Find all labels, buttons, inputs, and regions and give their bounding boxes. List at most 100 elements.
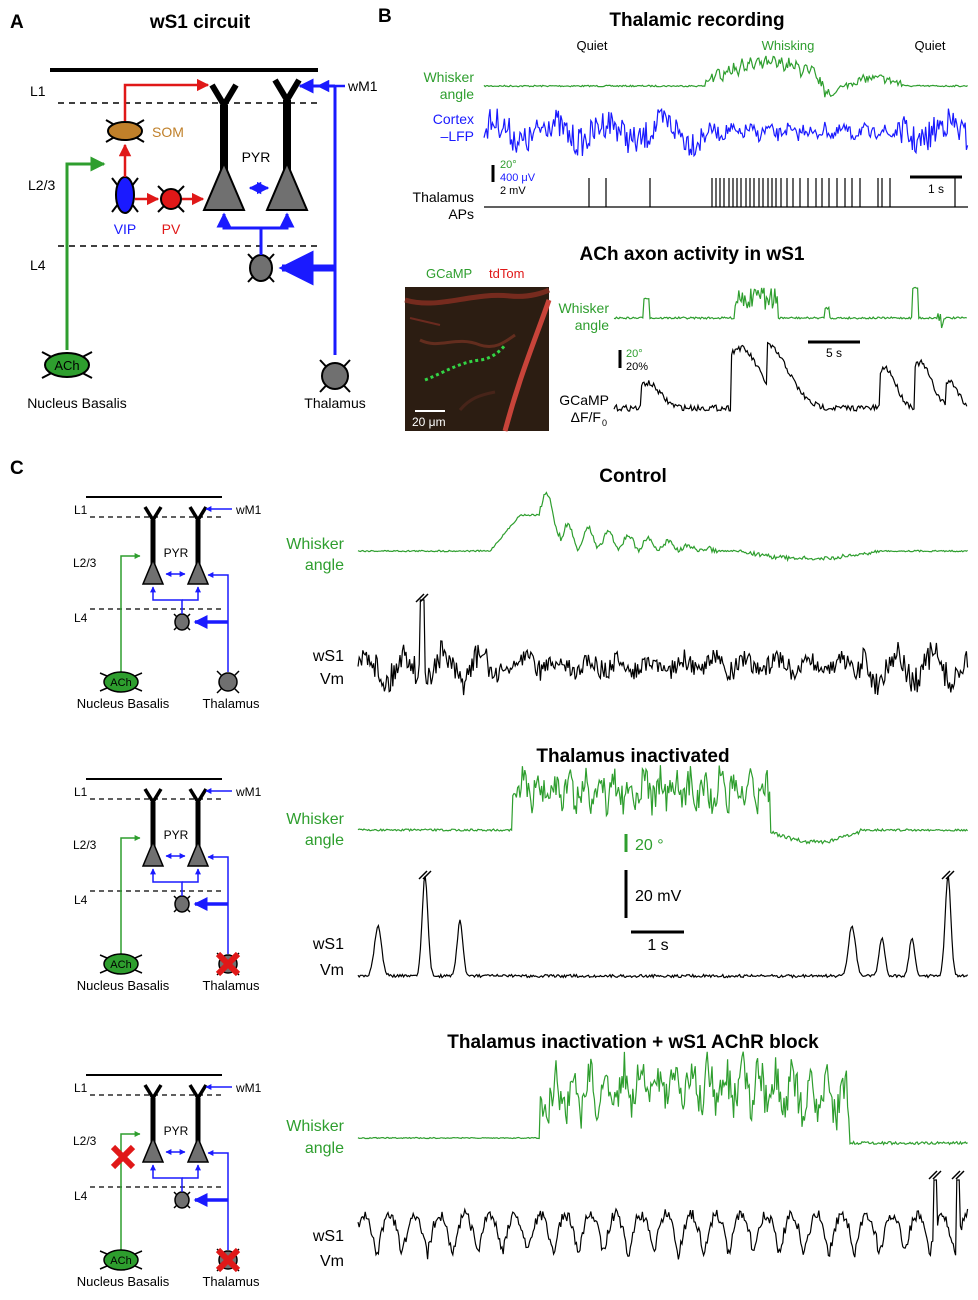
c1-whisker-trace — [357, 491, 968, 563]
state-quiet-1: Quiet — [576, 38, 607, 53]
mini-ach-cell — [103, 671, 139, 693]
mini-ach-label: ACh — [110, 677, 131, 689]
mini-ach-cell — [103, 953, 139, 975]
l4-to-pyr2-arrow — [261, 212, 295, 230]
mini-ach-label: ACh — [110, 959, 131, 971]
lfp-label-1: Cortex — [433, 111, 474, 127]
gcamp-label: GCaMP — [426, 266, 472, 281]
ach-block-title: Thalamus inactivation + wS1 AChR block — [447, 1032, 819, 1053]
layer-l1-label: L1 — [30, 83, 46, 99]
mini-pyramidal-cell — [141, 840, 165, 867]
ach-axon-title: ACh axon activity in wS1 — [580, 244, 805, 265]
layer-l23-label: L2/3 — [28, 177, 55, 193]
panel-c-letter: C — [10, 458, 24, 479]
b-scale-uv: 400 μV — [500, 172, 536, 184]
two-photon-image: 20 μm — [404, 287, 552, 432]
gcamp-trace-sub: 0 — [602, 418, 607, 428]
mini-l23-label: L2/3 — [73, 1134, 97, 1148]
mini-l1-label: L1 — [74, 1081, 88, 1095]
b-scale-deg: 20° — [500, 159, 517, 171]
mini-thalamus-label: Thalamus — [202, 1274, 260, 1289]
panel-a: A wS1 circuit L1 L2/3 L4 PYR SOM — [10, 12, 378, 411]
panel-c: C Control Thalamus inactivated Thalamus … — [10, 458, 969, 1289]
c2-vm-trace — [357, 875, 969, 979]
pv-label: PV — [162, 221, 181, 237]
thalamus-cell — [319, 359, 351, 393]
c1-whisker-label-2: angle — [305, 557, 344, 574]
mini-thalamus-label: Thalamus — [202, 696, 260, 711]
gcamp-trace-label-1: GCaMP — [559, 392, 609, 408]
som-to-dendrite-arrow — [123, 78, 210, 121]
ach-label: ACh — [54, 358, 79, 373]
control-title: Control — [599, 466, 667, 487]
b-whisker-label-2: angle — [440, 86, 474, 102]
mini-pyramidal-cell — [141, 558, 165, 585]
som-label: SOM — [152, 124, 184, 140]
mini-l23-label: L2/3 — [73, 838, 97, 852]
mini-pyr-label: PYR — [164, 546, 189, 560]
mini-pyr-label: PYR — [164, 1124, 189, 1138]
c3-vm-label-2: Vm — [320, 1253, 344, 1270]
mini-l4-label: L4 — [74, 611, 88, 625]
b-time-label: 1 s — [928, 182, 944, 196]
c3-whisker-label-1: Whisker — [286, 1118, 344, 1135]
c1-vm-label-1: wS1 — [312, 648, 344, 665]
l4-to-pyr1-arrow — [216, 212, 263, 255]
image-scalebar-label: 20 μm — [412, 415, 446, 429]
pyr-label: PYR — [242, 149, 271, 165]
mini-thalamus-cell — [218, 672, 238, 692]
b2-scale-pct: 20% — [626, 361, 648, 373]
mini-wm1-label: wM1 — [235, 503, 262, 517]
b2-time-label: 5 s — [826, 346, 842, 360]
lfp-label-2: –LFP — [441, 128, 474, 144]
mini-wm1-label: wM1 — [235, 785, 262, 799]
l4-cell — [247, 253, 275, 283]
pyramidal-cell-1 — [202, 83, 246, 211]
mini-nucleus-basalis-label: Nucleus Basalis — [77, 978, 170, 993]
c-time-scale-label: 1 s — [647, 937, 668, 954]
ach-cell — [41, 351, 93, 379]
panel-a-title: wS1 circuit — [149, 12, 251, 33]
c3-whisker-trace — [357, 1051, 968, 1146]
c2-whisker-trace — [357, 765, 969, 845]
b2-whisker-label-1: Whisker — [558, 300, 609, 316]
c1-vm-trace — [357, 599, 969, 696]
mini-wm1-label: wM1 — [235, 1081, 262, 1095]
c2-vm-label-1: wS1 — [312, 936, 344, 953]
c2-whisker-label-2: angle — [305, 832, 344, 849]
panel-a-letter: A — [10, 12, 24, 33]
mini-pyr-label: PYR — [164, 828, 189, 842]
mini-ach-label: ACh — [110, 1255, 131, 1267]
c-mv-scale-label: 20 mV — [635, 888, 682, 905]
pyramidal-cell-2 — [265, 78, 309, 211]
c3-vm-label-1: wS1 — [312, 1228, 344, 1245]
thalamus-ap-trace — [484, 178, 968, 208]
c1-vm-label-2: Vm — [320, 671, 344, 688]
wm1-label: wM1 — [347, 78, 378, 94]
panel-b: B Thalamic recording Quiet Whisking Quie… — [378, 6, 969, 432]
nucleus-basalis-label: Nucleus Basalis — [27, 395, 127, 411]
aps-label-2: APs — [448, 206, 474, 222]
thalamus-label: Thalamus — [304, 395, 365, 411]
b-whisker-label-1: Whisker — [423, 69, 474, 85]
b-scale-mv: 2 mV — [500, 185, 526, 197]
panel-b-letter: B — [378, 6, 392, 27]
mini-l4-label: L4 — [74, 1189, 88, 1203]
mini-l4-cell — [174, 1191, 190, 1209]
mini-pyramidal-cell — [186, 840, 210, 867]
gcamp-trace-label-2: ΔF/F — [571, 409, 601, 425]
pv-cell — [157, 185, 185, 213]
mini-nucleus-basalis-label: Nucleus Basalis — [77, 696, 170, 711]
tdtom-label: tdTom — [489, 266, 524, 281]
mini-ach-cell — [103, 1249, 139, 1271]
ach-to-vip-arrow — [65, 156, 106, 350]
c1-whisker-label-1: Whisker — [286, 536, 344, 553]
b2-scale-deg: 20° — [626, 348, 643, 360]
mini-pyramidal-cell — [141, 1136, 165, 1163]
mini-pyramidal-cell — [186, 1136, 210, 1163]
b-whisker-trace — [483, 55, 968, 98]
